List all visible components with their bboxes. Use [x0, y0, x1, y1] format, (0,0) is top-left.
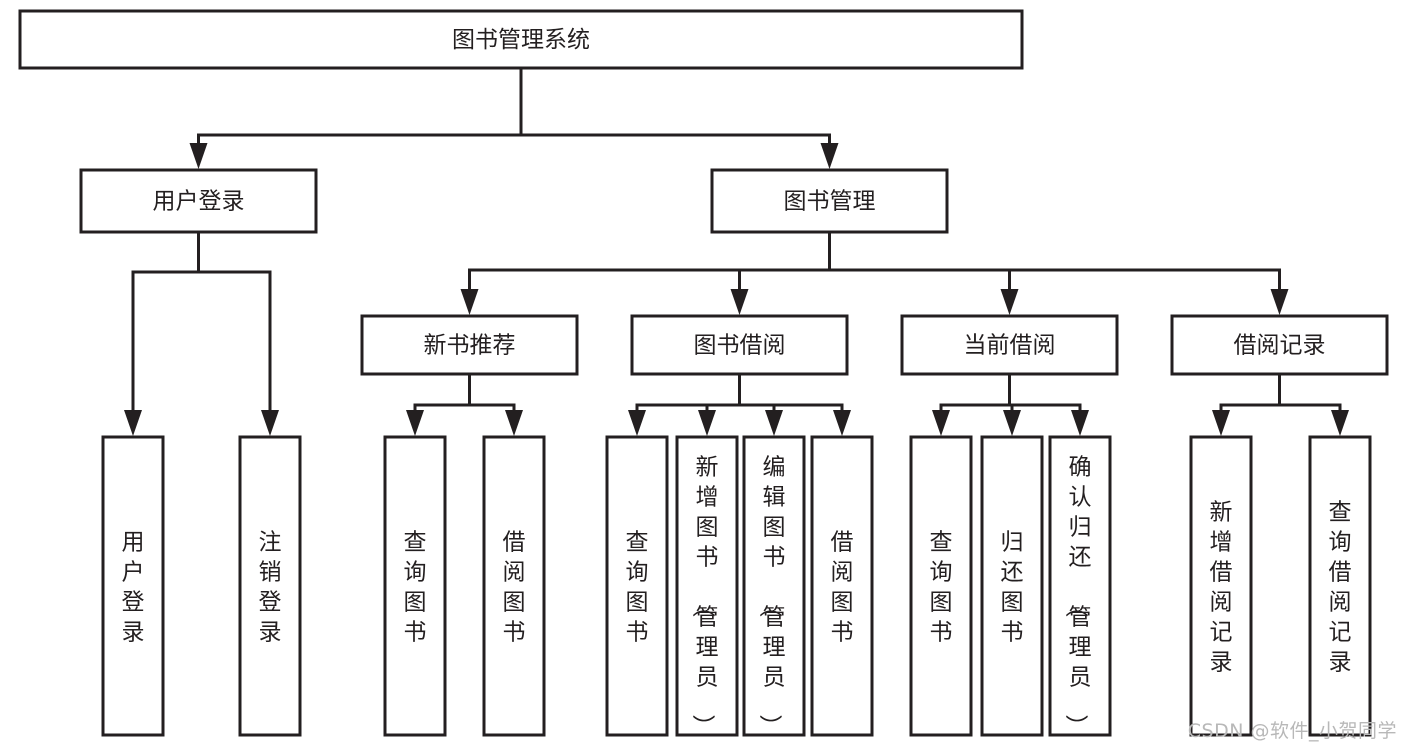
- node-label-leaf-confirm-return: 确认归还（管理员）: [1063, 454, 1092, 737]
- node-box-leaf-add-book[interactable]: [675, 435, 739, 737]
- node-box-new-book-rec[interactable]: [360, 314, 579, 376]
- arrow-head-book-manage: [820, 143, 839, 169]
- node-label-leaf-borrow-book-1: 借阅图书: [503, 529, 526, 645]
- arrow-head-leaf-confirm-return: [1071, 410, 1089, 436]
- node-leaf-borrow-book-2[interactable]: 借阅图书: [810, 435, 874, 737]
- connector-group-borrow-record: [1212, 372, 1349, 436]
- node-leaf-query-book-3[interactable]: 查询图书: [909, 435, 973, 737]
- node-label-leaf-borrow-book-2: 借阅图书: [831, 529, 854, 645]
- node-current-borrow[interactable]: 当前借阅: [900, 314, 1119, 376]
- connector-group-book-manage: [460, 230, 1289, 315]
- node-book-manage[interactable]: 图书管理: [710, 168, 949, 234]
- arrow-head-book-borrow: [730, 289, 749, 315]
- node-leaf-user-login[interactable]: 用户登录: [101, 435, 165, 737]
- node-box-leaf-query-book-3[interactable]: [909, 435, 973, 737]
- arrow-head-leaf-query-book-2: [628, 410, 646, 436]
- node-leaf-confirm-return[interactable]: 确认归还（管理员）: [1048, 435, 1112, 737]
- node-leaf-add-book[interactable]: 新增图书（管理员）: [675, 435, 739, 737]
- node-label-leaf-return-book: 归还图书: [1001, 529, 1024, 645]
- node-leaf-query-book-1[interactable]: 查询图书: [383, 435, 447, 737]
- node-box-book-borrow[interactable]: [630, 314, 849, 376]
- arrow-head-borrow-record: [1270, 289, 1289, 315]
- node-box-current-borrow[interactable]: [900, 314, 1119, 376]
- arrow-head-leaf-logout: [261, 410, 279, 436]
- node-new-book-rec[interactable]: 新书推荐: [360, 314, 579, 376]
- node-label-leaf-query-book-1: 查询图书: [404, 529, 427, 645]
- node-user-login[interactable]: 用户登录: [79, 168, 318, 234]
- arrow-head-leaf-query-book-3: [932, 410, 950, 436]
- node-leaf-logout[interactable]: 注销登录: [238, 435, 302, 737]
- node-book-borrow[interactable]: 图书借阅: [630, 314, 849, 376]
- node-label-leaf-user-login: 用户登录: [122, 529, 145, 645]
- connector-group-new-book-rec: [406, 372, 523, 436]
- arrow-head-leaf-borrow-book-1: [505, 410, 523, 436]
- node-box-leaf-query-book-2[interactable]: [605, 435, 669, 737]
- node-box-borrow-record[interactable]: [1170, 314, 1389, 376]
- node-box-leaf-return-book[interactable]: [980, 435, 1044, 737]
- node-leaf-edit-book[interactable]: 编辑图书（管理员）: [742, 435, 806, 737]
- arrow-head-leaf-query-book-1: [406, 410, 424, 436]
- node-label-current-borrow: 当前借阅: [964, 333, 1056, 359]
- node-label-user-login: 用户登录: [153, 189, 245, 215]
- node-box-leaf-query-record[interactable]: [1308, 435, 1372, 737]
- arrow-head-leaf-user-login: [124, 410, 142, 436]
- node-label-leaf-query-book-2: 查询图书: [626, 529, 649, 645]
- node-leaf-query-book-2[interactable]: 查询图书: [605, 435, 669, 737]
- connector-group-current-borrow: [932, 372, 1089, 436]
- connector-group-user-login: [124, 230, 279, 436]
- node-borrow-record[interactable]: 借阅记录: [1170, 314, 1389, 376]
- node-leaf-add-record[interactable]: 新增借阅记录: [1189, 435, 1253, 737]
- connector-group-book-borrow: [628, 372, 851, 436]
- node-leaf-borrow-book-1[interactable]: 借阅图书: [482, 435, 546, 737]
- connector-group-root: [189, 66, 839, 169]
- node-box-book-manage[interactable]: [710, 168, 949, 234]
- node-label-leaf-edit-book: 编辑图书（管理员）: [757, 454, 786, 737]
- node-leaf-return-book[interactable]: 归还图书: [980, 435, 1044, 737]
- node-box-leaf-add-record[interactable]: [1189, 435, 1253, 737]
- node-box-leaf-borrow-book-1[interactable]: [482, 435, 546, 737]
- node-box-leaf-user-login[interactable]: [101, 435, 165, 737]
- node-label-leaf-logout: 注销登录: [259, 529, 282, 645]
- node-box-leaf-query-book-1[interactable]: [383, 435, 447, 737]
- node-box-leaf-logout[interactable]: [238, 435, 302, 737]
- connectors-layer: [124, 66, 1349, 436]
- node-label-book-manage: 图书管理: [784, 189, 876, 215]
- arrow-head-new-book-rec: [460, 289, 479, 315]
- arrow-head-leaf-add-book: [698, 410, 716, 436]
- arrow-head-leaf-return-book: [1003, 410, 1021, 436]
- node-label-leaf-query-record: 查询借阅记录: [1329, 499, 1352, 675]
- node-box-leaf-borrow-book-2[interactable]: [810, 435, 874, 737]
- node-label-leaf-add-book: 新增图书（管理员）: [690, 454, 719, 737]
- nodes-layer: 图书管理系统用户登录图书管理新书推荐图书借阅当前借阅借阅记录用户登录注销登录查询…: [18, 9, 1389, 737]
- node-leaf-query-record[interactable]: 查询借阅记录: [1308, 435, 1372, 737]
- node-box-leaf-confirm-return[interactable]: [1048, 435, 1112, 737]
- arrow-head-user-login: [189, 143, 208, 169]
- node-root[interactable]: 图书管理系统: [18, 9, 1024, 70]
- arrow-head-leaf-add-record: [1212, 410, 1230, 436]
- node-label-leaf-query-book-3: 查询图书: [930, 529, 953, 645]
- arrow-head-leaf-borrow-book-2: [833, 410, 851, 436]
- node-label-leaf-add-record: 新增借阅记录: [1210, 499, 1233, 675]
- node-box-user-login[interactable]: [79, 168, 318, 234]
- node-label-new-book-rec: 新书推荐: [424, 333, 516, 359]
- arrow-head-leaf-edit-book: [765, 410, 783, 436]
- node-box-leaf-edit-book[interactable]: [742, 435, 806, 737]
- node-label-book-borrow: 图书借阅: [694, 333, 786, 359]
- arrow-head-current-borrow: [1000, 289, 1019, 315]
- arrow-head-leaf-query-record: [1331, 410, 1349, 436]
- node-label-borrow-record: 借阅记录: [1234, 333, 1326, 359]
- node-box-root[interactable]: [18, 9, 1024, 70]
- node-label-root: 图书管理系统: [452, 27, 590, 53]
